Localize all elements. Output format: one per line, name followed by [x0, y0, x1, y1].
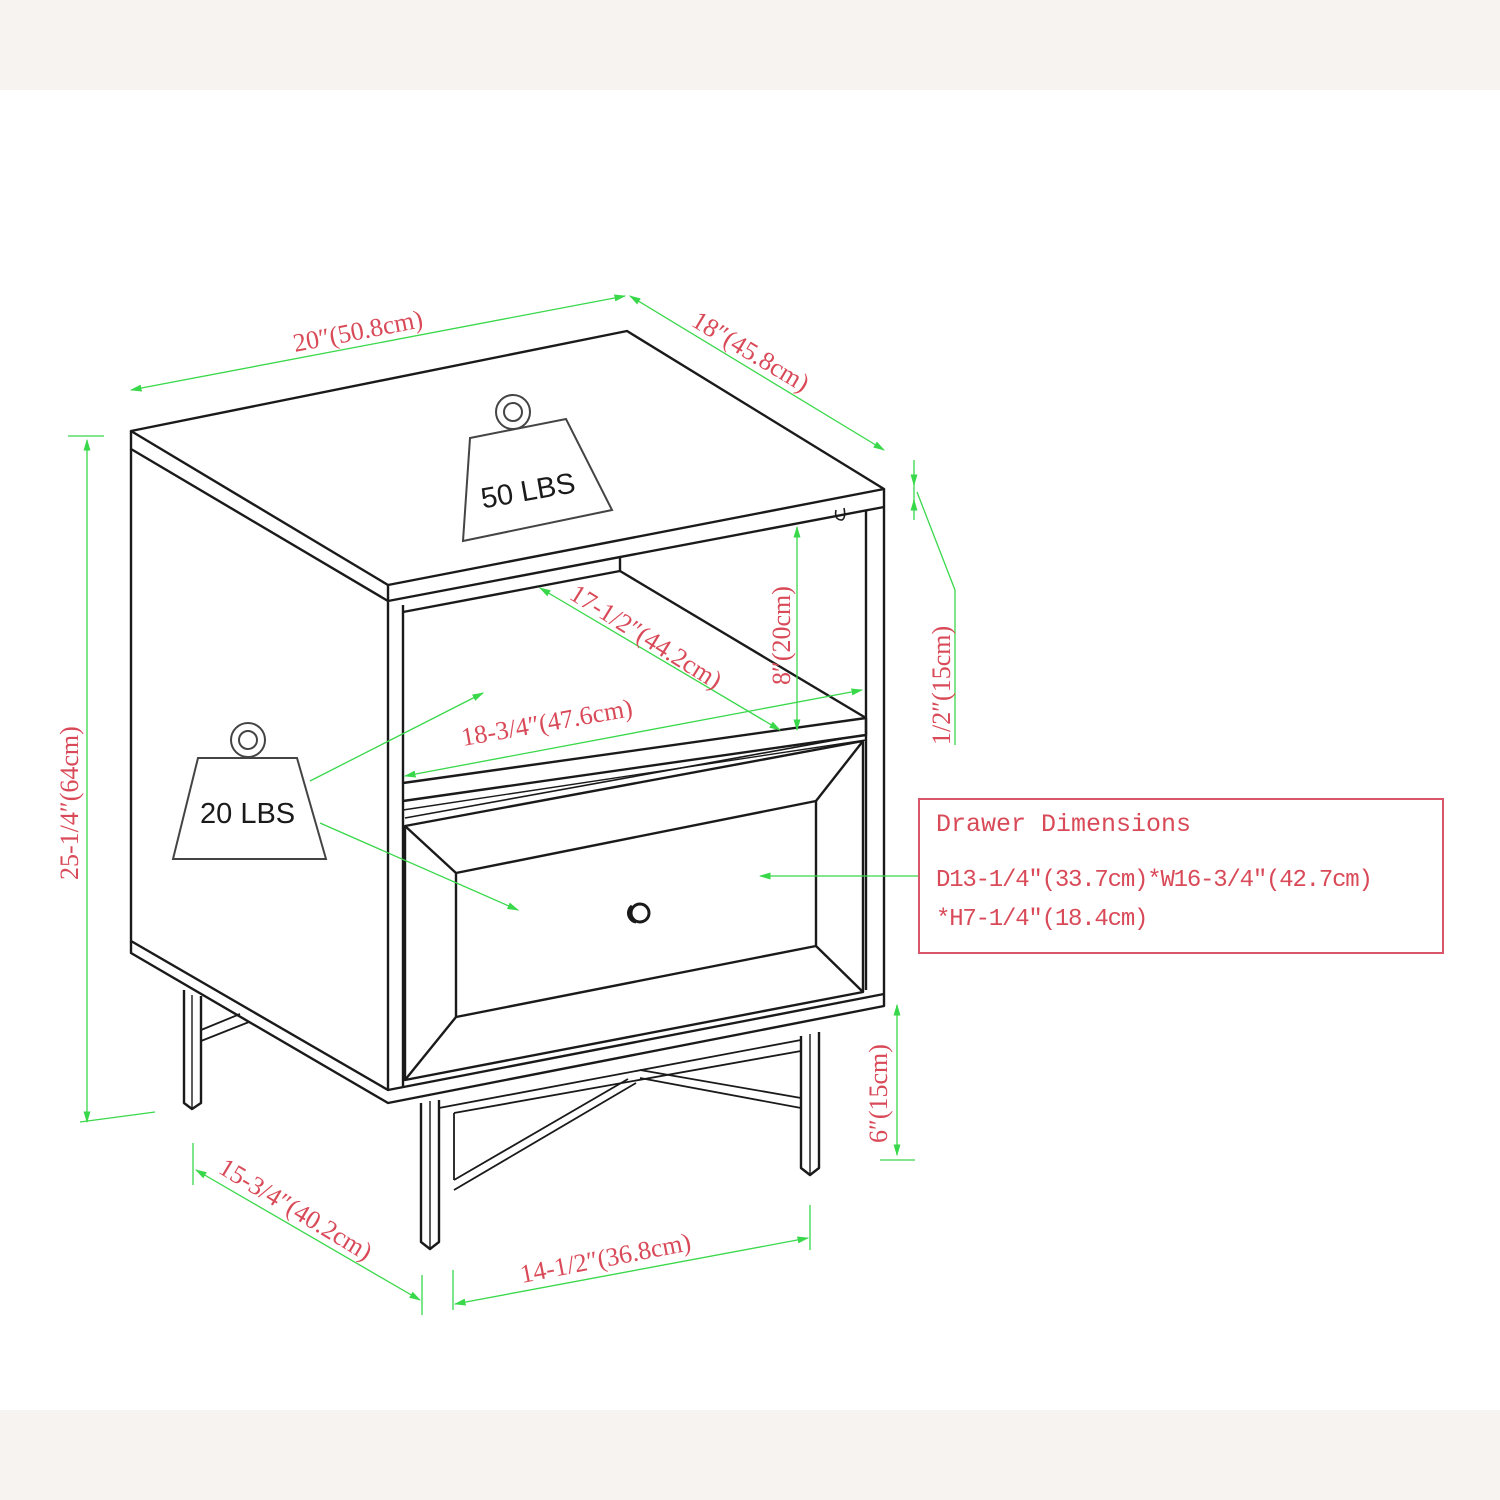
- weight-50lbs-icon: [461, 394, 614, 543]
- bottom-background-band: [0, 1410, 1500, 1500]
- dim-shelf-depth: 17-1/2″(44.2cm): [565, 578, 727, 694]
- dim-base-width: 14-1/2″(36.8cm): [518, 1227, 694, 1289]
- drawer-dimensions-line1: D13-1/4″(33.7cm)*W16-3/4″(42.7cm): [936, 867, 1373, 894]
- left-side-panel: [129, 449, 390, 1092]
- dim-top-width: 20″(50.8cm): [291, 304, 426, 358]
- drawer-dimensions-box: Drawer Dimensions D13-1/4″(33.7cm)*W16-3…: [918, 798, 1444, 954]
- legs: [182, 990, 821, 1251]
- dim-side-height: 1/2″(15cm): [927, 626, 956, 745]
- dimension-lines: [68, 294, 956, 1315]
- dim-shelf-height: 8″(20cm): [767, 586, 796, 685]
- top-background-band: [0, 0, 1500, 90]
- drawer-dimensions-line2: *H7-1/4″(18.4cm): [936, 906, 1148, 933]
- drawer-dimensions-title: Drawer Dimensions: [936, 810, 1192, 839]
- dim-leg-height: 6″(15cm): [864, 1044, 893, 1143]
- weight-20lbs-label: 20 LBS: [200, 798, 295, 830]
- dim-shelf-width: 18-3/4″(47.6cm): [459, 693, 635, 752]
- weight-20lbs-icon: [171, 722, 328, 860]
- dim-overall-height: 25-1/4″(64cm): [55, 726, 84, 880]
- dim-base-depth: 15-3/4″(40.2cm): [214, 1152, 377, 1266]
- drawer-knob-icon: [627, 902, 651, 924]
